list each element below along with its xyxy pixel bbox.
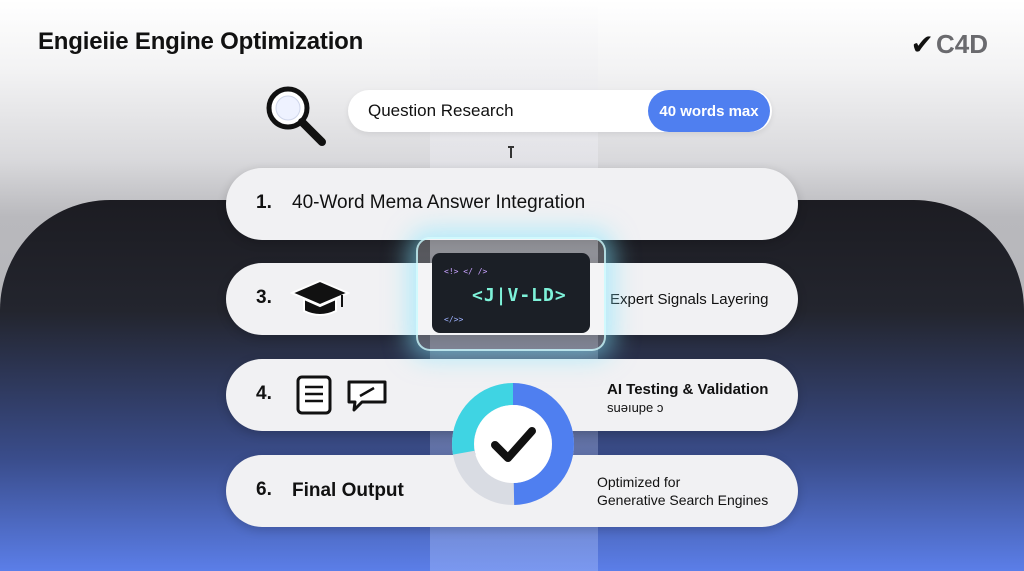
- step-number: 6.: [256, 479, 272, 500]
- step-side-label: AI Testing & Validation: [607, 381, 769, 398]
- chat-icon: [347, 380, 387, 412]
- step-number: 3.: [256, 287, 272, 308]
- brand-logo: ✔ C4D: [911, 28, 988, 61]
- step-number: 1.: [256, 192, 272, 213]
- progress-ring-svg: [452, 383, 574, 505]
- step-side-label: Expert Signals Layering: [610, 291, 769, 308]
- step-row-1[interactable]: 1. 40-Word Mema Answer Integration: [226, 168, 798, 240]
- logo-check-icon: ✔: [910, 29, 934, 60]
- code-main-text: <J|V-LD>: [472, 285, 567, 306]
- step-side-label-line2: Generative Search Engines: [597, 492, 769, 508]
- step-side-sublabel: suǝıupe ɔ: [607, 400, 664, 415]
- magnifier-icon: [266, 86, 326, 146]
- step-label: Final Output: [292, 480, 404, 501]
- document-icon: [296, 375, 332, 415]
- check-icon: [491, 427, 536, 462]
- structured-data-card: <!> </ /> <J|V-LD> </>>: [416, 237, 606, 351]
- word-limit-badge: 40 words max: [648, 90, 770, 132]
- ring-center: [474, 405, 552, 483]
- code-screen: <!> </ /> <J|V-LD> </>>: [432, 253, 590, 333]
- page-title: Engieiie Engine Optimization: [38, 28, 364, 55]
- validation-progress-ring: [450, 381, 576, 507]
- text-cursor-icon: [508, 146, 514, 160]
- step-side-label-line1: Optimized for: [597, 474, 681, 490]
- logo-text: C4D: [935, 29, 988, 59]
- graduation-cap-icon: [290, 279, 350, 316]
- question-research-label: Question Research: [368, 101, 514, 120]
- code-line-top: <!> </ />: [444, 267, 488, 276]
- step-label: 40-Word Mema Answer Integration: [292, 192, 586, 213]
- code-line-bottom: </>>: [444, 315, 464, 324]
- ring-segment-blue: [452, 383, 574, 505]
- step-number: 4.: [256, 383, 272, 404]
- question-research-bar[interactable]: Question Research 40 words max: [348, 90, 772, 132]
